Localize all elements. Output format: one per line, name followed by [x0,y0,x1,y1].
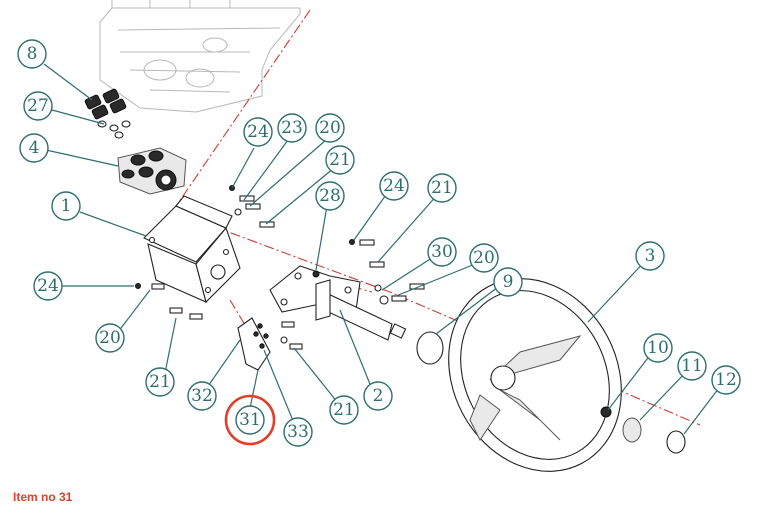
callout-27[interactable]: 27 [23,91,53,121]
housing-ghost [99,0,301,113]
callout-28[interactable]: 28 [315,181,345,211]
steering-unit-part-4 [117,147,187,195]
callout-33[interactable]: 33 [283,417,313,447]
callout-20-right[interactable]: 20 [469,243,499,273]
callout-24-top[interactable]: 24 [243,117,273,147]
callout-9[interactable]: 9 [493,267,523,297]
svg-text:20: 20 [319,118,341,138]
callout-24-left[interactable]: 24 [33,271,63,301]
callout-20-top[interactable]: 20 [315,113,345,143]
exploded-parts-diagram: 8 27 4 1 24 20 21 24 23 20 21 28 24 21 3… [17,0,741,472]
svg-text:33: 33 [287,422,309,442]
svg-text:20: 20 [99,328,121,348]
fittings-part-8 [84,88,127,120]
callout-10[interactable]: 10 [643,333,673,363]
svg-text:21: 21 [333,400,355,420]
callout-12[interactable]: 12 [711,365,741,395]
svg-text:28: 28 [319,186,341,206]
svg-text:3: 3 [645,246,656,266]
svg-text:2: 2 [373,386,384,406]
svg-text:10: 10 [647,338,669,358]
callout-8[interactable]: 8 [17,39,47,69]
callout-30[interactable]: 30 [427,237,457,267]
svg-text:24: 24 [37,276,59,296]
small-bracket-parts-32-33 [237,317,271,371]
svg-text:24: 24 [247,122,269,142]
callout-4[interactable]: 4 [19,133,49,163]
svg-text:1: 1 [61,196,72,216]
caption-item-number: Item no 31 [13,490,73,504]
callout-20-left[interactable]: 20 [95,323,125,353]
callout-3[interactable]: 3 [635,241,665,271]
svg-text:21: 21 [149,372,171,392]
callout-21-bottom-left[interactable]: 21 [145,367,175,397]
svg-text:21: 21 [431,178,453,198]
callout-21-bottom[interactable]: 21 [329,395,359,425]
svg-text:32: 32 [191,386,213,406]
callout-32[interactable]: 32 [187,381,217,411]
callout-31[interactable]: 31 [235,405,265,435]
callout-21-top[interactable]: 21 [325,145,355,175]
svg-text:9: 9 [503,272,514,292]
steering-wheel-part-3 [448,278,622,472]
svg-text:27: 27 [27,96,49,116]
svg-text:11: 11 [681,356,703,376]
steering-column-part-2 [269,265,407,341]
highlight-ring-item-31 [224,394,276,446]
leader-lines [43,63,723,435]
svg-text:21: 21 [329,150,351,170]
svg-text:8: 8 [27,44,38,64]
svg-text:4: 4 [29,138,40,158]
svg-text:20: 20 [473,248,495,268]
svg-text:12: 12 [715,370,737,390]
callout-21-right[interactable]: 21 [427,173,457,203]
bracket-part-1 [143,195,241,304]
callout-11[interactable]: 11 [677,351,707,381]
svg-text:30: 30 [431,242,453,262]
callout-2[interactable]: 2 [363,381,393,411]
svg-text:23: 23 [281,118,303,138]
svg-text:31: 31 [239,410,261,430]
cap-ring-part-11 [622,417,642,443]
cap-part-12 [666,430,686,454]
callout-23[interactable]: 23 [277,113,307,143]
callout-1[interactable]: 1 [51,191,81,221]
svg-text:24: 24 [383,176,405,196]
callout-24-right[interactable]: 24 [379,171,409,201]
cover-part-9 [416,331,444,365]
